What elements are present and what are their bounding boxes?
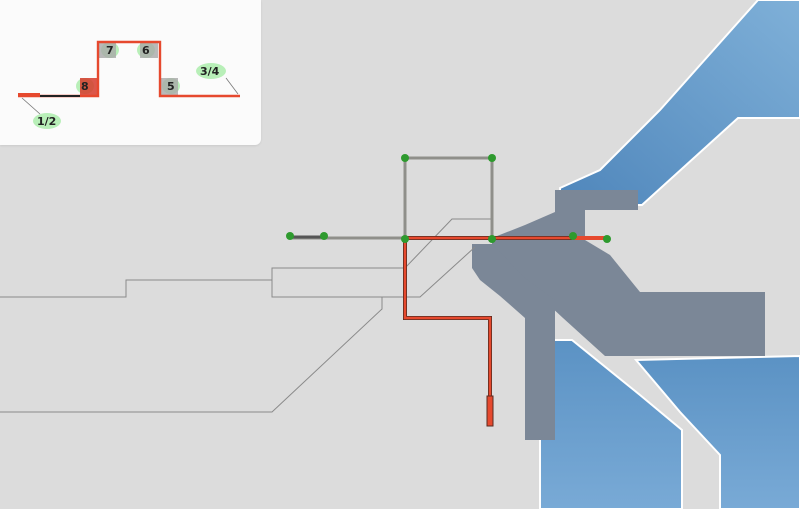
boundary-line-upper — [0, 218, 492, 298]
profile-label-5: 5 — [167, 80, 175, 93]
track-node[interactable] — [401, 154, 409, 162]
track-node[interactable] — [401, 235, 409, 243]
route-highlight-main-orange — [403, 236, 608, 426]
profile-diagram: 1/2 3/4 8 7 6 5 — [18, 40, 240, 129]
boundary-line-lower — [382, 246, 476, 298]
boundary-line-middle — [0, 280, 383, 413]
water-top-right — [559, 0, 800, 206]
profile-label-7: 7 — [106, 44, 114, 57]
track-node[interactable] — [569, 232, 577, 240]
track-node[interactable] — [488, 154, 496, 162]
route-end-block — [486, 395, 494, 427]
track-loop — [403, 156, 494, 238]
track-node[interactable] — [320, 232, 328, 240]
track-node[interactable] — [488, 235, 496, 243]
profile-label-8: 8 — [81, 80, 89, 93]
track-node[interactable] — [603, 235, 611, 243]
water-bottom-right — [633, 354, 800, 509]
quay-structure-upper — [492, 190, 765, 356]
profile-label-3-4: 3/4 — [200, 65, 220, 78]
profile-inset-panel: 1/2 3/4 8 7 6 5 — [0, 0, 261, 145]
track-node[interactable] — [286, 232, 294, 240]
quay-structure-arm — [472, 244, 555, 440]
profile-label-1-2: 1/2 — [37, 115, 56, 128]
water-bottom-left — [539, 339, 683, 509]
profile-label-6: 6 — [142, 44, 150, 57]
